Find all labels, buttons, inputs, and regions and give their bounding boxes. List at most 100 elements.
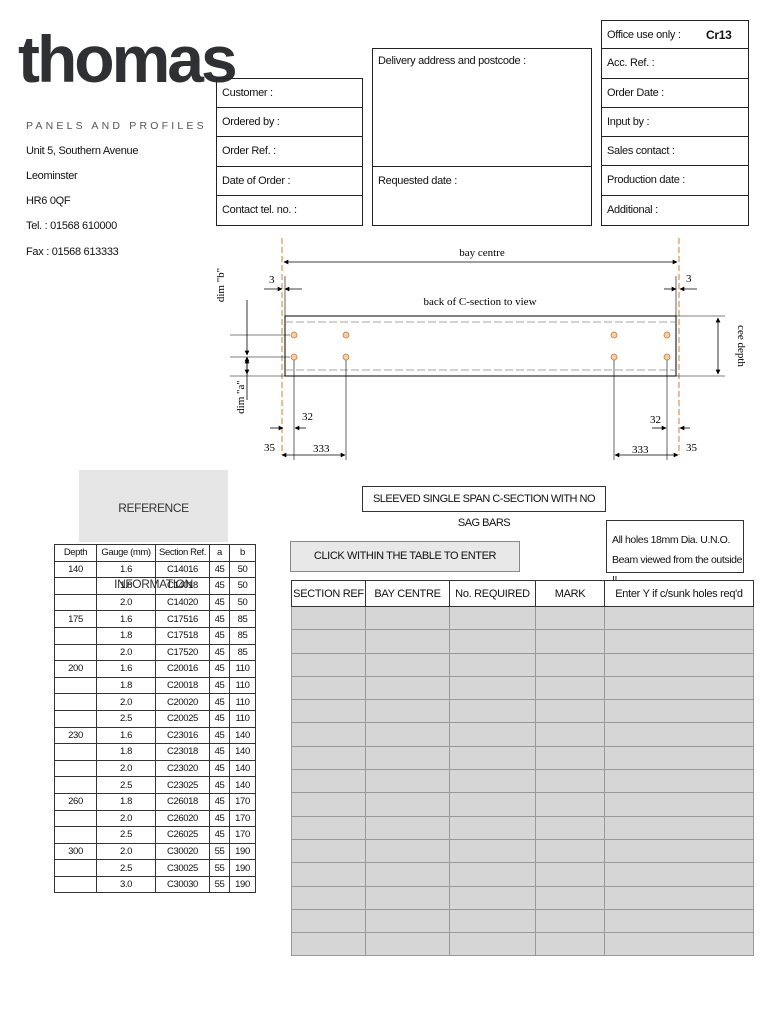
order-cell-section-ref[interactable] xyxy=(291,745,366,771)
order-cell-csunk[interactable] xyxy=(604,605,754,631)
order-cell-no-required[interactable] xyxy=(449,862,536,887)
order-row xyxy=(291,885,754,910)
order-cell-bay-centre[interactable] xyxy=(365,629,450,654)
order-cell-section-ref[interactable] xyxy=(291,908,366,934)
customer-details-box: Customer : Ordered by : Order Ref. : Dat… xyxy=(216,78,363,226)
order-cell-mark[interactable] xyxy=(535,932,605,957)
order-cell-no-required[interactable] xyxy=(449,722,536,747)
order-cell-section-ref[interactable] xyxy=(291,769,366,794)
order-cell-bay-centre[interactable] xyxy=(365,605,450,631)
order-cell-section-ref[interactable] xyxy=(291,862,366,887)
order-cell-no-required[interactable] xyxy=(449,769,536,794)
order-table[interactable]: SECTION REF BAY CENTRE No. REQUIRED MARK… xyxy=(291,580,754,957)
order-cell-bay-centre[interactable] xyxy=(365,862,450,887)
order-cell-bay-centre[interactable] xyxy=(365,815,450,840)
order-cell-mark[interactable] xyxy=(535,605,605,631)
order-cell-mark[interactable] xyxy=(535,745,605,771)
order-cell-section-ref[interactable] xyxy=(291,932,366,957)
order-cell-bay-centre[interactable] xyxy=(365,792,450,817)
order-cell-bay-centre[interactable] xyxy=(365,838,450,864)
order-cell-mark[interactable] xyxy=(535,722,605,747)
order-cell-csunk[interactable] xyxy=(604,675,754,701)
order-cell-mark[interactable] xyxy=(535,815,605,840)
sales-contact-field[interactable]: Sales contact : xyxy=(602,137,748,166)
order-date-field[interactable]: Order Date : xyxy=(602,79,748,108)
order-cell-mark[interactable] xyxy=(535,769,605,794)
ref-cell-b: 85 xyxy=(229,626,256,645)
order-cell-bay-centre[interactable] xyxy=(365,885,450,910)
order-cell-csunk[interactable] xyxy=(604,815,754,840)
order-cell-csunk[interactable] xyxy=(604,699,754,724)
order-cell-mark[interactable] xyxy=(535,699,605,724)
customer-field[interactable]: Customer : xyxy=(217,79,362,108)
order-cell-no-required[interactable] xyxy=(449,745,536,771)
order-cell-section-ref[interactable] xyxy=(291,629,366,654)
dim-32-right: 32 xyxy=(650,414,661,426)
enter-data-button[interactable]: CLICK WITHIN THE TABLE TO ENTER REQUIRED… xyxy=(290,541,520,591)
order-cell-section-ref[interactable] xyxy=(291,652,366,677)
order-cell-csunk[interactable] xyxy=(604,769,754,794)
order-cell-csunk[interactable] xyxy=(604,629,754,654)
order-cell-csunk[interactable] xyxy=(604,838,754,864)
order-cell-no-required[interactable] xyxy=(449,792,536,817)
order-cell-section-ref[interactable] xyxy=(291,838,366,864)
order-cell-csunk[interactable] xyxy=(604,908,754,934)
delivery-address-field[interactable]: Delivery address and postcode : xyxy=(373,49,591,167)
order-cell-csunk[interactable] xyxy=(604,792,754,817)
order-cell-section-ref[interactable] xyxy=(291,605,366,631)
input-by-field[interactable]: Input by : xyxy=(602,108,748,137)
order-cell-bay-centre[interactable] xyxy=(365,908,450,934)
order-cell-no-required[interactable] xyxy=(449,605,536,631)
order-cell-mark[interactable] xyxy=(535,838,605,864)
order-cell-bay-centre[interactable] xyxy=(365,769,450,794)
order-cell-section-ref[interactable] xyxy=(291,815,366,840)
requested-date-field[interactable]: Requested date : xyxy=(378,175,457,187)
order-cell-mark[interactable] xyxy=(535,792,605,817)
order-cell-no-required[interactable] xyxy=(449,838,536,864)
order-cell-mark[interactable] xyxy=(535,629,605,654)
order-cell-no-required[interactable] xyxy=(449,908,536,934)
order-cell-no-required[interactable] xyxy=(449,699,536,724)
order-cell-no-required[interactable] xyxy=(449,932,536,957)
order-cell-csunk[interactable] xyxy=(604,885,754,910)
order-cell-no-required[interactable] xyxy=(449,815,536,840)
ordered-by-field[interactable]: Ordered by : xyxy=(217,108,362,137)
production-date-field[interactable]: Production date : xyxy=(602,166,748,196)
ref-cell-gauge: 1.6 xyxy=(96,610,156,628)
order-cell-no-required[interactable] xyxy=(449,885,536,910)
order-cell-mark[interactable] xyxy=(535,675,605,701)
order-cell-csunk[interactable] xyxy=(604,722,754,747)
order-cell-mark[interactable] xyxy=(535,862,605,887)
additional-field[interactable]: Additional : xyxy=(607,204,658,216)
order-cell-bay-centre[interactable] xyxy=(365,675,450,701)
order-cell-mark[interactable] xyxy=(535,908,605,934)
order-cell-bay-centre[interactable] xyxy=(365,699,450,724)
acc-ref-field[interactable]: Acc. Ref. : xyxy=(602,49,748,79)
order-cell-bay-centre[interactable] xyxy=(365,745,450,771)
date-of-order-field[interactable]: Date of Order : xyxy=(217,167,362,196)
order-cell-csunk[interactable] xyxy=(604,652,754,677)
order-cell-mark[interactable] xyxy=(535,652,605,677)
order-cell-csunk[interactable] xyxy=(604,932,754,957)
ref-cell-a: 45 xyxy=(209,792,230,811)
order-cell-bay-centre[interactable] xyxy=(365,652,450,677)
order-cell-section-ref[interactable] xyxy=(291,675,366,701)
ref-cell-depth: 300 xyxy=(54,842,97,861)
order-cell-no-required[interactable] xyxy=(449,675,536,701)
order-cell-csunk[interactable] xyxy=(604,862,754,887)
order-cell-bay-centre[interactable] xyxy=(365,932,450,957)
contact-tel-field[interactable]: Contact tel. no. : xyxy=(222,204,297,216)
order-cell-mark[interactable] xyxy=(535,885,605,910)
order-cell-no-required[interactable] xyxy=(449,629,536,654)
order-cell-csunk[interactable] xyxy=(604,745,754,771)
order-cell-section-ref[interactable] xyxy=(291,792,366,817)
order-cell-no-required[interactable] xyxy=(449,652,536,677)
order-cell-section-ref[interactable] xyxy=(291,699,366,724)
order-cell-bay-centre[interactable] xyxy=(365,722,450,747)
order-cell-section-ref[interactable] xyxy=(291,885,366,910)
order-ref-field[interactable]: Order Ref. : xyxy=(217,137,362,167)
order-cell-section-ref[interactable] xyxy=(291,722,366,747)
ref-cell-section-ref: C30030 xyxy=(155,875,210,894)
